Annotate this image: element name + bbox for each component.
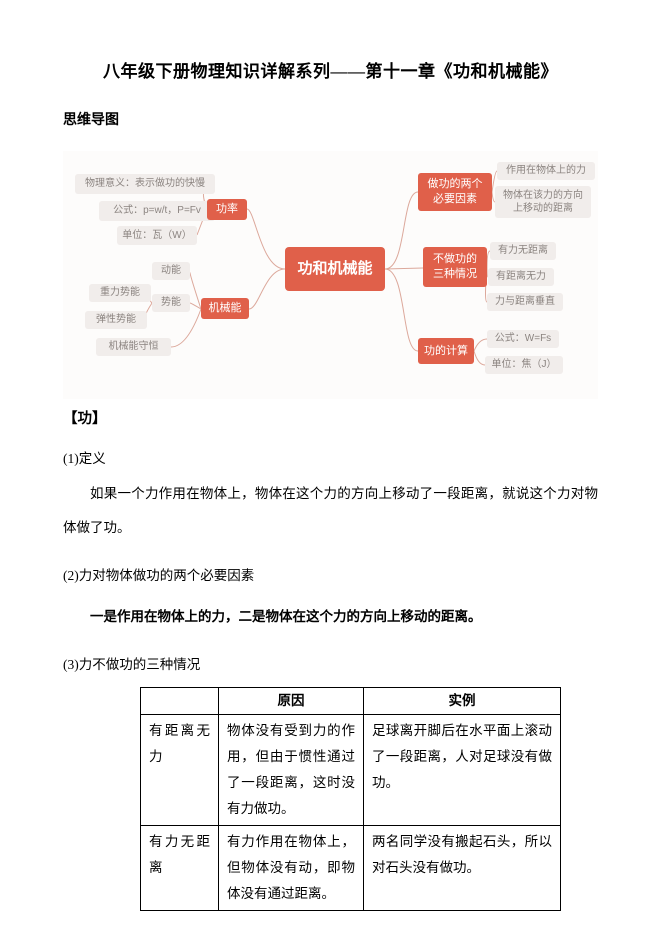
page-title: 八年级下册物理知识详解系列——第十一章《功和机械能》 [103, 62, 558, 81]
mindmap-connectors [144, 170, 498, 366]
mindmap-node-elastic-potential: 弹性势能 [85, 311, 147, 329]
factors-text: 一是作用在物体上的力，二是物体在这个力的方向上移动的距离。 [90, 609, 482, 624]
mindmap-node-nowork-case2: 有距离无力 [488, 268, 554, 286]
mindmap-node-power: 功率 [207, 199, 247, 220]
mindmap-heading: 思维导图 [63, 113, 119, 128]
table-header-reason: 原因 [218, 687, 364, 715]
table-header-example: 实例 [363, 687, 561, 715]
mindmap-node-factor-force: 作用在物体上的力 [497, 162, 595, 180]
table-cell-example: 两名同学没有搬起石头，所以对石头没有做功。 [363, 825, 561, 911]
mindmap-node-power-meaning: 物理意义：表示做功的快慢 [75, 174, 215, 194]
mindmap: 物理意义：表示做功的快慢 公式：p=w/t，P=Fv 单位：瓦（W） 功率 动能… [63, 151, 598, 399]
mindmap-node-gravity-potential: 重力势能 [89, 284, 151, 302]
definition-text: 如果一个力作用在物体上，物体在这个力的方向上移动了一段距离，就说这个力对物体做了… [63, 486, 598, 535]
table-cell-reason: 有力作用在物体上，但物体没有动，即物体没有通过距离。 [218, 825, 364, 911]
table-row: 有力无距离 有力作用在物体上，但物体没有动，即物体没有通过距离。 两名同学没有搬… [140, 825, 561, 911]
mindmap-node-calc-formula: 公式：W=Fs [487, 330, 559, 348]
work-section-heading: 【功】 [63, 411, 107, 427]
table-header-empty [140, 687, 219, 715]
mindmap-node-mechanical-energy: 机械能 [201, 298, 249, 319]
mindmap-node-potential: 势能 [152, 294, 190, 312]
factors-label: (2)力对物体做功的两个必要因素 [63, 568, 255, 583]
no-work-table: 原因 实例 有距离无力 物体没有受到力的作用，但由于惯性通过了一段距离，这时没有… [140, 687, 561, 911]
mindmap-node-calc-unit: 单位：焦（J） [485, 356, 563, 374]
table-cell-example: 足球离开脚后在水平面上滚动了一段距离，人对足球没有做功。 [363, 714, 561, 826]
mindmap-node-factors: 做功的两个必要因素 [418, 173, 492, 211]
document-content: 八年级下册物理知识详解系列——第十一章《功和机械能》 思维导图 [63, 62, 598, 911]
table-row-label: 有力无距离 [140, 825, 219, 911]
mindmap-node-nowork: 不做功的三种情况 [423, 247, 487, 287]
mindmap-center-node: 功和机械能 [285, 247, 385, 291]
mindmap-node-calc: 功的计算 [418, 338, 474, 364]
cases-label: (3)力不做功的三种情况 [63, 657, 201, 672]
mindmap-node-power-unit: 单位：瓦（W） [117, 226, 197, 245]
mindmap-node-nowork-case1: 有力无距离 [490, 242, 556, 260]
table-row: 有距离无力 物体没有受到力的作用，但由于惯性通过了一段距离，这时没有力做功。 足… [140, 714, 561, 826]
mindmap-node-factor-distance: 物体在该力的方向上移动的距离 [495, 186, 591, 218]
mindmap-node-kinetic: 动能 [152, 262, 190, 280]
mindmap-node-nowork-case3: 力与距离垂直 [487, 293, 563, 311]
mindmap-node-conservation: 机械能守恒 [96, 338, 171, 356]
table-header-row: 原因 实例 [140, 687, 561, 715]
table-row-label: 有距离无力 [140, 714, 219, 826]
mindmap-node-power-formula: 公式：p=w/t，P=Fv [99, 201, 215, 221]
table-cell-reason: 物体没有受到力的作用，但由于惯性通过了一段距离，这时没有力做功。 [218, 714, 364, 826]
definition-label: (1)定义 [63, 451, 106, 466]
